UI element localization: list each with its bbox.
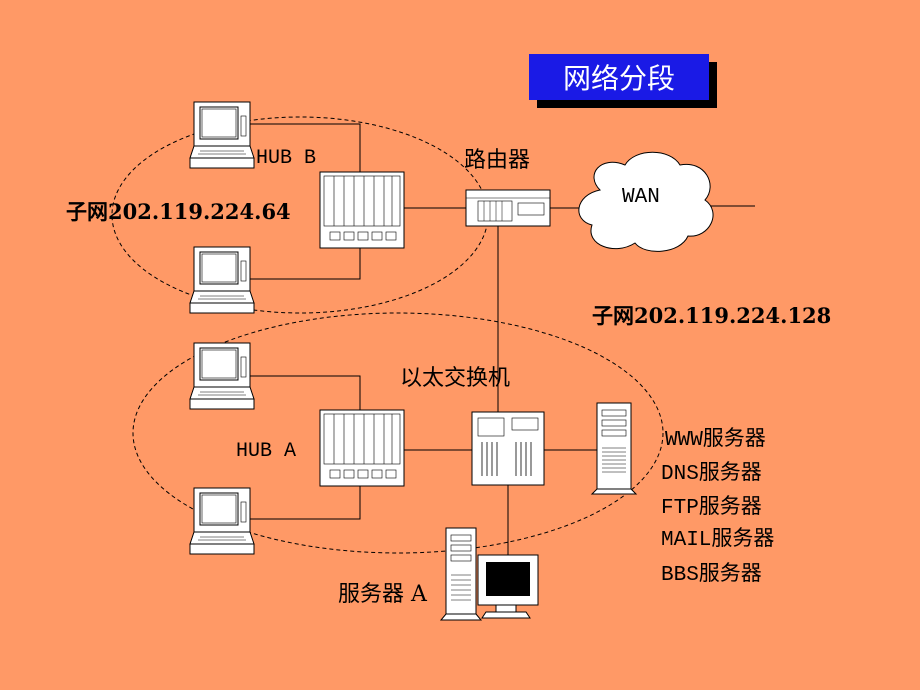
laptop-icon-top-1 bbox=[189, 101, 255, 169]
router-label: 路由器 bbox=[464, 148, 531, 173]
server-a-icon bbox=[439, 527, 539, 621]
server-list-item: DNS服务器 bbox=[661, 463, 762, 486]
hub-a-icon bbox=[319, 409, 405, 487]
server-list-item: FTP服务器 bbox=[661, 497, 762, 520]
server-list-item: MAIL服务器 bbox=[661, 529, 775, 552]
server-list-item: BBS服务器 bbox=[661, 564, 762, 587]
wan-label: WAN bbox=[622, 186, 660, 209]
laptop-icon-top-2 bbox=[189, 246, 255, 314]
subnet-bottom-boundary bbox=[132, 312, 664, 554]
server-tower-icon bbox=[590, 402, 638, 495]
laptop-icon-bottom-1 bbox=[189, 342, 255, 410]
router-icon bbox=[465, 189, 551, 227]
subnet-bottom-label: 子网202.119.224.128 bbox=[592, 303, 832, 328]
slide-title: 网络分段 bbox=[529, 54, 709, 100]
laptop-icon-bottom-2 bbox=[189, 487, 255, 555]
server-list-item: WWW服务器 bbox=[665, 429, 766, 452]
subnet-top-label: 子网202.119.224.64 bbox=[66, 199, 291, 224]
ethernet-switch-label: 以太交换机 bbox=[400, 366, 511, 391]
hub-a-label: HUB A bbox=[236, 440, 297, 463]
hub-b-icon bbox=[319, 171, 405, 249]
connection-lines bbox=[248, 123, 755, 555]
ethernet-switch-icon bbox=[471, 411, 545, 486]
server-a-label: 服务器 A bbox=[338, 582, 427, 607]
hub-b-label: HUB B bbox=[256, 147, 317, 170]
wan-cloud-icon bbox=[578, 151, 714, 252]
